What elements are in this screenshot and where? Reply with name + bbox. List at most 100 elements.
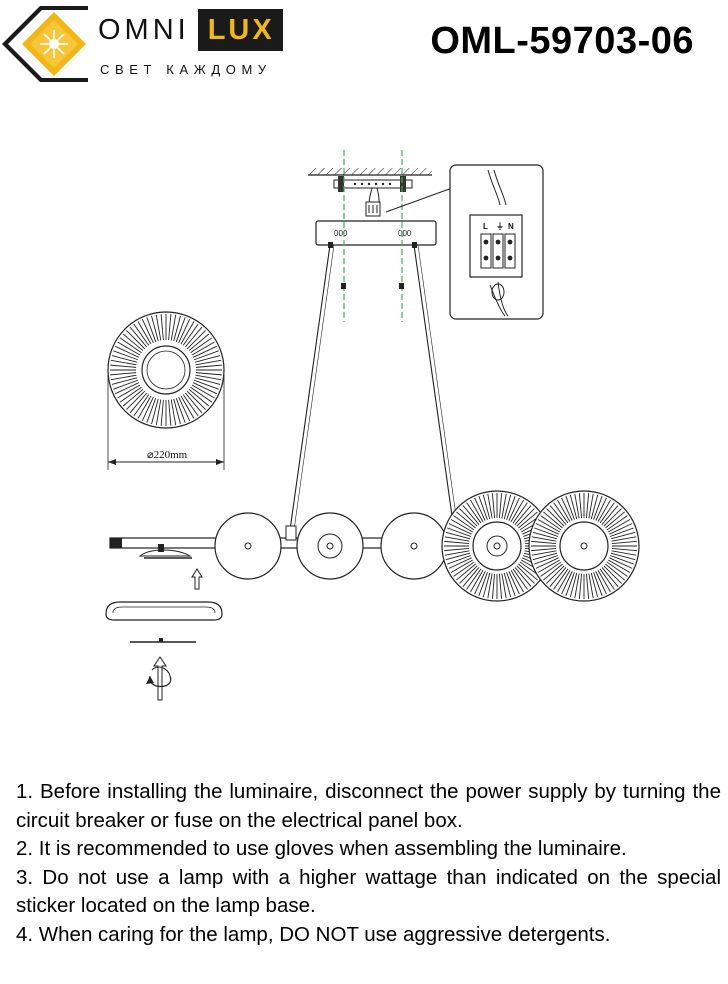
shade-ray bbox=[173, 315, 181, 342]
shade-ray bbox=[117, 341, 141, 356]
shade-ray bbox=[170, 399, 177, 426]
shade-ray bbox=[141, 396, 154, 421]
shade-ray bbox=[611, 540, 637, 545]
shade-ray bbox=[498, 573, 503, 599]
shade-ray bbox=[178, 396, 191, 421]
header: OMNI LUX СВЕТ КАЖДОМУ OML-59703-06 bbox=[0, 0, 728, 90]
shade-ray bbox=[110, 359, 137, 366]
shade-ray bbox=[474, 571, 486, 595]
model-number: OML-59703-06 bbox=[430, 20, 694, 62]
shade-ray bbox=[565, 572, 575, 596]
shade-ray bbox=[110, 374, 137, 381]
shade-ray bbox=[447, 555, 471, 565]
shade-ray bbox=[151, 398, 159, 425]
shade-ray bbox=[117, 384, 141, 399]
shade-ray bbox=[453, 561, 475, 577]
shade-ray bbox=[456, 563, 476, 581]
shade-ray bbox=[111, 355, 138, 363]
shade-ray bbox=[506, 496, 516, 520]
rayed-shade bbox=[441, 490, 553, 602]
shade-ray bbox=[537, 559, 560, 573]
shade-ray bbox=[557, 499, 571, 522]
brand-tagline: СВЕТ КАЖДОМУ bbox=[100, 62, 272, 77]
shade-ray bbox=[569, 572, 578, 598]
shade-ray bbox=[546, 565, 565, 584]
rayed-shade bbox=[528, 490, 640, 602]
shade-ray bbox=[110, 372, 137, 376]
shade-ray bbox=[537, 519, 560, 533]
shade-ray bbox=[456, 511, 476, 529]
shade-ray bbox=[129, 392, 148, 414]
shade-ray bbox=[531, 540, 557, 545]
shade-ray bbox=[173, 398, 181, 425]
shade-ray bbox=[549, 505, 567, 525]
shade-ray bbox=[137, 395, 152, 419]
shade-ray bbox=[126, 390, 146, 410]
shade-ray bbox=[462, 505, 480, 525]
shade-ray bbox=[155, 399, 162, 426]
shade-ray bbox=[194, 350, 219, 361]
shade-ray bbox=[190, 337, 213, 354]
shade-ray bbox=[569, 494, 578, 520]
shade-ray bbox=[601, 567, 619, 587]
shade-ray bbox=[585, 493, 590, 519]
shade-ray bbox=[482, 494, 491, 520]
shade-ray bbox=[501, 573, 507, 599]
omnilux-logo-icon bbox=[2, 6, 88, 82]
safety-notes: 1. Before installing the luminaire, disc… bbox=[16, 778, 721, 949]
shade-ray bbox=[447, 527, 471, 537]
shade-ray bbox=[444, 540, 470, 545]
shade-ray bbox=[516, 565, 535, 584]
shade-ray bbox=[512, 568, 528, 590]
shade-ray bbox=[593, 496, 603, 520]
shade-ray bbox=[610, 555, 634, 565]
shade-detail bbox=[107, 311, 225, 429]
shade-ray bbox=[611, 547, 637, 552]
shade-ray bbox=[129, 326, 148, 348]
note-item: 1. Before installing the luminaire, disc… bbox=[16, 780, 721, 832]
shade-ray bbox=[532, 552, 558, 561]
shade-ray bbox=[553, 568, 569, 590]
shade-ray bbox=[595, 571, 607, 595]
shade-ray bbox=[119, 386, 142, 403]
note-item: 2. It is recommended to use gloves when … bbox=[16, 837, 627, 860]
shade-ray bbox=[122, 388, 144, 407]
shade-ray bbox=[459, 565, 478, 584]
shade-ray bbox=[194, 355, 221, 363]
shade-ray bbox=[531, 550, 557, 556]
shade-ray bbox=[588, 493, 594, 519]
rotate-install-icon bbox=[146, 656, 172, 701]
shade-ray bbox=[516, 508, 535, 527]
shade-ray bbox=[453, 515, 475, 531]
shade-ray bbox=[155, 314, 162, 341]
shade-ray bbox=[590, 494, 599, 520]
shade-ray bbox=[195, 364, 222, 368]
shade-ray bbox=[133, 323, 150, 346]
shade-ray bbox=[487, 493, 493, 519]
svg-text:000: 000 bbox=[334, 229, 348, 238]
shade-ray bbox=[195, 359, 222, 366]
shade-ray bbox=[565, 496, 575, 520]
shade-ray bbox=[610, 531, 636, 540]
shade-ray bbox=[508, 497, 520, 521]
up-arrow-icon bbox=[191, 568, 203, 590]
shade-ray bbox=[160, 314, 164, 341]
shade-ray bbox=[182, 323, 199, 346]
shade-ray bbox=[532, 531, 558, 540]
shade-ray bbox=[175, 317, 186, 342]
shade-ray bbox=[146, 398, 157, 423]
shade-ray bbox=[184, 392, 203, 414]
shade-ray bbox=[195, 374, 222, 381]
shade-ray bbox=[588, 573, 594, 599]
shade-ray bbox=[593, 572, 603, 596]
shade-ray bbox=[503, 572, 512, 598]
shade-ray bbox=[133, 394, 150, 417]
shade-ray bbox=[553, 502, 569, 524]
shade-ray bbox=[608, 519, 631, 533]
shade-ray bbox=[498, 493, 503, 519]
shade-ray bbox=[609, 557, 633, 569]
shade-ray bbox=[168, 314, 172, 341]
shade-ray bbox=[478, 496, 488, 520]
shade-ray bbox=[606, 515, 628, 531]
dimension-label: ⌀220mm bbox=[147, 449, 188, 461]
